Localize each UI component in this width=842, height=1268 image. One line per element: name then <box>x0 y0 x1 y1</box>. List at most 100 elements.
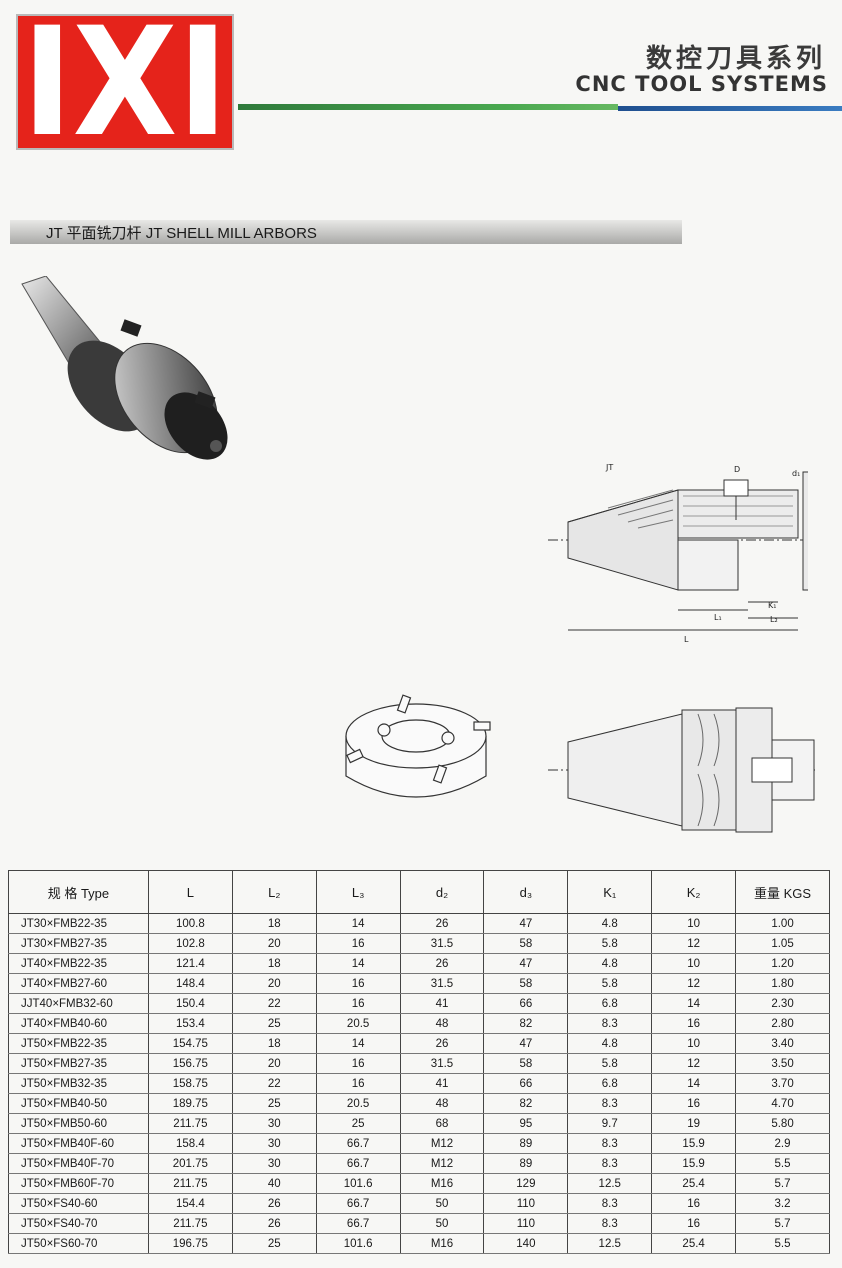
cell-d2: 48 <box>399 1093 485 1114</box>
cell-weight: 5.5 <box>735 1153 830 1174</box>
cell-l3: 66.7 <box>315 1153 401 1174</box>
cell-d3: 89 <box>483 1153 569 1174</box>
cell-k1: 5.8 <box>567 1053 653 1074</box>
cell-l2: 26 <box>231 1213 317 1234</box>
cell-l2: 30 <box>231 1153 317 1174</box>
label-l1: L₁ <box>714 613 722 622</box>
cell-l: 189.75 <box>147 1093 233 1114</box>
cell-k2: 15.9 <box>651 1153 737 1174</box>
cell-type: JT50×FMB60F-70 <box>8 1173 149 1194</box>
cell-d2: 41 <box>399 993 485 1014</box>
header-weight: 重量 KGS <box>735 870 830 914</box>
cell-k1: 8.3 <box>567 1153 653 1174</box>
cell-l3: 16 <box>315 973 401 994</box>
label-jt: JT <box>605 463 613 472</box>
cell-k2: 14 <box>651 993 737 1014</box>
header-d3: d₃ <box>483 870 569 914</box>
cell-l3: 16 <box>315 993 401 1014</box>
cell-d2: 26 <box>399 913 485 934</box>
header-rule-green <box>238 104 618 110</box>
cell-l2: 30 <box>231 1133 317 1154</box>
table-header-row: 规 格 Type L L₂ L₃ d₂ d₃ K₁ K₂ 重量 KGS <box>8 870 830 914</box>
ring-drawing <box>345 694 491 798</box>
header-rule-blue <box>618 106 842 111</box>
cell-k2: 16 <box>651 1093 737 1114</box>
cell-type: JT50×FMB50-60 <box>8 1113 149 1134</box>
cell-l3: 16 <box>315 933 401 954</box>
cell-k1: 4.8 <box>567 913 653 934</box>
header-l: L <box>147 870 233 914</box>
cell-weight: 2.9 <box>735 1133 830 1154</box>
cell-type: JT50×FS60-70 <box>8 1233 149 1254</box>
ixi-logo-mark: IXI <box>22 16 228 148</box>
cell-k2: 12 <box>651 1053 737 1074</box>
section-title: JT 平面铣刀杆 JT SHELL MILL ARBORS <box>46 225 317 242</box>
cell-l: 148.4 <box>147 973 233 994</box>
cell-l: 153.4 <box>147 1013 233 1034</box>
cell-l: 156.75 <box>147 1053 233 1074</box>
cell-d3: 47 <box>483 953 569 974</box>
cell-k2: 16 <box>651 1213 737 1234</box>
label-k1: K₁ <box>768 601 776 610</box>
cell-l2: 25 <box>231 1233 317 1254</box>
cell-k1: 12.5 <box>567 1173 653 1194</box>
cell-l2: 20 <box>231 1053 317 1074</box>
cell-l3: 16 <box>315 1073 401 1094</box>
cell-type: JT50×FS40-70 <box>8 1213 149 1234</box>
cell-type: JJT40×FMB32-60 <box>8 993 149 1014</box>
section-title-bar <box>10 220 682 244</box>
cell-d3: 47 <box>483 913 569 934</box>
cell-type: JT50×FMB40F-60 <box>8 1133 149 1154</box>
cell-k1: 8.3 <box>567 1133 653 1154</box>
cell-l3: 14 <box>315 913 401 934</box>
brand-title-cn: 数控刀具系列 <box>645 44 826 74</box>
cell-type: JT40×FMB22-35 <box>8 953 149 974</box>
cell-weight: 4.70 <box>735 1093 830 1114</box>
top-view-drawing <box>548 707 816 833</box>
cell-weight: 3.40 <box>735 1033 830 1054</box>
cell-weight: 5.7 <box>735 1173 830 1194</box>
cell-k1: 4.8 <box>567 1033 653 1054</box>
cell-d3: 89 <box>483 1133 569 1154</box>
cell-k1: 8.3 <box>567 1013 653 1034</box>
cell-l2: 18 <box>231 953 317 974</box>
cell-d2: 31.5 <box>399 933 485 954</box>
ixi-logo: IXI <box>16 14 234 150</box>
cell-l: 158.75 <box>147 1073 233 1094</box>
cell-type: JT50×FMB40-50 <box>8 1093 149 1114</box>
cell-l2: 22 <box>231 993 317 1014</box>
cell-l2: 22 <box>231 1073 317 1094</box>
cell-k2: 10 <box>651 953 737 974</box>
cell-d3: 110 <box>483 1213 569 1234</box>
cell-d2: 48 <box>399 1013 485 1034</box>
header-l3: L₃ <box>315 870 401 914</box>
cell-type: JT50×FMB27-35 <box>8 1053 149 1074</box>
cell-l: 158.4 <box>147 1133 233 1154</box>
cell-l: 121.4 <box>147 953 233 974</box>
cell-weight: 5.5 <box>735 1233 830 1254</box>
header-l2: L₂ <box>231 870 317 914</box>
cell-d2: M12 <box>399 1153 485 1174</box>
cell-l2: 26 <box>231 1193 317 1214</box>
cell-d2: M12 <box>399 1133 485 1154</box>
cell-k2: 12 <box>651 973 737 994</box>
label-l2: L₂ <box>770 615 778 624</box>
cell-d2: 31.5 <box>399 973 485 994</box>
cell-k2: 12 <box>651 933 737 954</box>
cell-k1: 8.3 <box>567 1213 653 1234</box>
cell-l: 100.8 <box>147 913 233 934</box>
cell-l: 150.4 <box>147 993 233 1014</box>
cell-l3: 66.7 <box>315 1213 401 1234</box>
cell-l3: 16 <box>315 1053 401 1074</box>
cell-d3: 47 <box>483 1033 569 1054</box>
cell-l2: 30 <box>231 1113 317 1134</box>
cell-l3: 25 <box>315 1113 401 1134</box>
